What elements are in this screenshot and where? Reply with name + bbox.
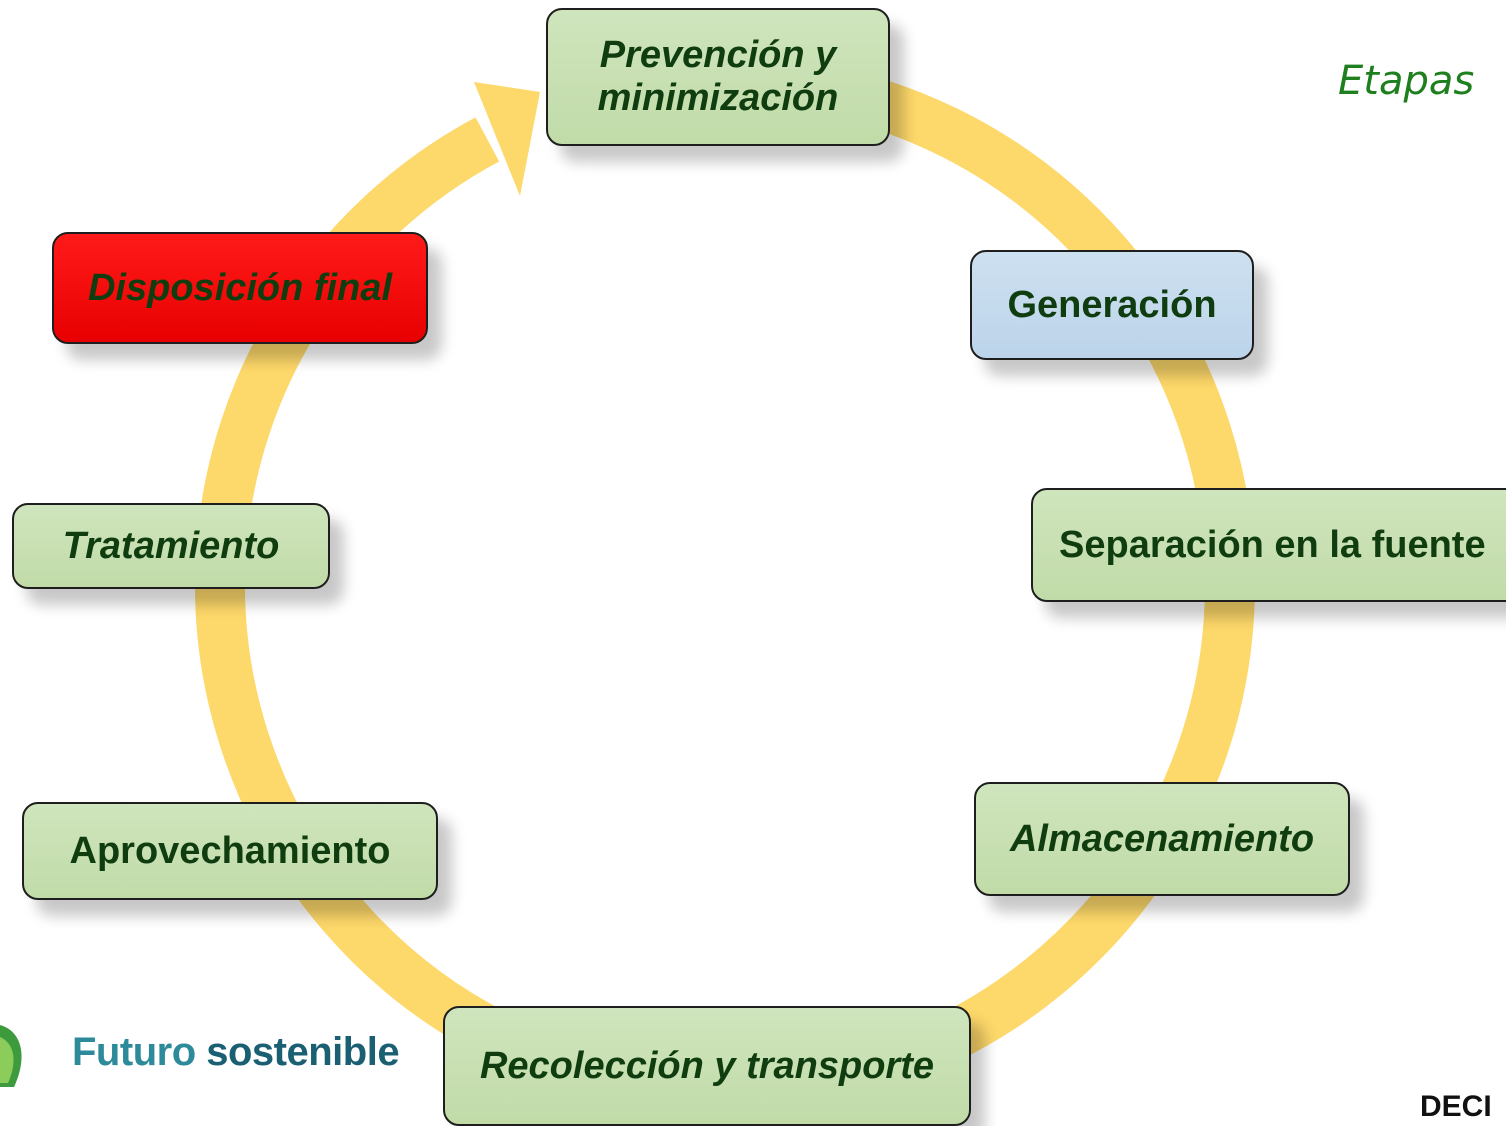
logo-word-sostenible: sostenible: [206, 1029, 400, 1074]
stage-separacion[interactable]: Separación en la fuente: [1031, 488, 1506, 602]
stage-almacenamiento[interactable]: Almacenamiento: [974, 782, 1350, 896]
cycle-arrow-head: [474, 82, 540, 196]
stage-prevencion-line2: minimización: [597, 77, 839, 119]
stage-aprovechamiento[interactable]: Aprovechamiento: [22, 802, 438, 900]
page-title: Etapas: [1338, 58, 1475, 104]
leaf-icon: [0, 1025, 22, 1087]
logo: Futuro sostenible: [0, 1012, 400, 1092]
stage-recoleccion[interactable]: Recolección y transporte: [443, 1006, 971, 1126]
stage-prevencion[interactable]: Prevención y minimización: [546, 8, 890, 146]
logo-word-futuro: Futuro: [72, 1029, 196, 1074]
stage-disposicion-final[interactable]: Disposición final: [52, 232, 428, 344]
stage-tratamiento[interactable]: Tratamiento: [12, 503, 330, 589]
stage-prevencion-line1: Prevención y: [599, 34, 837, 77]
footer-text: DECI: [1420, 1090, 1492, 1123]
stage-generacion[interactable]: Generación: [970, 250, 1254, 360]
